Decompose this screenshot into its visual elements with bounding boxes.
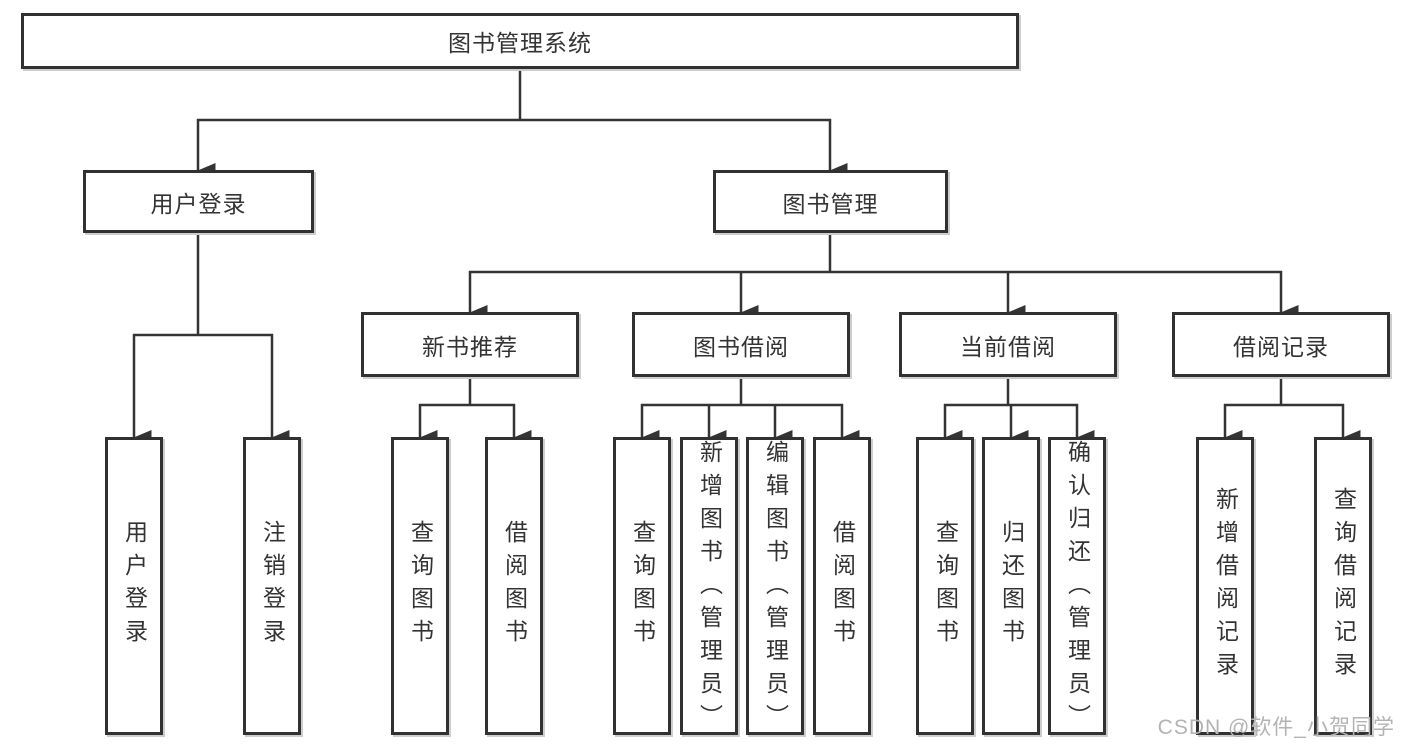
leaf-label: 查询图书 <box>407 520 434 652</box>
leaf-label: 查询借阅记录 <box>1330 487 1357 685</box>
leaf-label: 查询图书 <box>932 520 959 652</box>
leaf-return-books: 归还图书 <box>982 437 1040 735</box>
leaf-label: 查询图书 <box>629 520 656 652</box>
node-new-book-recommendation: 新书推荐 <box>361 312 579 377</box>
node-library-management-system: 图书管理系统 <box>21 13 1019 69</box>
leaf-label: 借阅图书 <box>829 520 856 652</box>
leaf-label: 编辑图书（管理员） <box>762 440 789 737</box>
leaf-label: 归还图书 <box>998 520 1025 652</box>
leaf-add-borrow-record: 新增借阅记录 <box>1196 437 1254 735</box>
leaf-label: 新增借阅记录 <box>1212 487 1239 685</box>
leaf-query-borrow-record: 查询借阅记录 <box>1314 437 1372 735</box>
leaf-confirm-return-admin: 确认归还（管理员） <box>1048 437 1106 737</box>
leaf-borrow-books: 借阅图书 <box>813 437 871 735</box>
leaf-query-books-current: 查询图书 <box>916 437 974 735</box>
leaf-add-books-admin: 新增图书（管理员） <box>680 437 738 737</box>
leaf-label: 注销登录 <box>259 520 286 652</box>
leaf-query-books-borrow: 查询图书 <box>613 437 671 735</box>
node-book-management: 图书管理 <box>713 170 948 233</box>
leaf-user-login: 用户登录 <box>105 437 163 735</box>
leaf-query-books-recommend: 查询图书 <box>391 437 449 735</box>
node-user-login: 用户登录 <box>83 170 314 233</box>
leaf-label: 新增图书（管理员） <box>696 440 723 737</box>
leaf-label: 用户登录 <box>121 520 148 652</box>
leaf-label: 借阅图书 <box>501 520 528 652</box>
leaf-borrow-books-recommend: 借阅图书 <box>485 437 543 735</box>
node-borrowing-records: 借阅记录 <box>1172 312 1390 377</box>
node-current-borrowing: 当前借阅 <box>899 312 1117 377</box>
connector-lines <box>132 67 1361 447</box>
csdn-watermark: CSDN @软件_小贺同学 <box>1157 716 1395 739</box>
leaf-logout: 注销登录 <box>243 437 301 735</box>
leaf-label: 确认归还（管理员） <box>1064 440 1091 737</box>
node-book-borrowing: 图书借阅 <box>632 312 850 377</box>
leaf-edit-books-admin: 编辑图书（管理员） <box>746 437 804 737</box>
